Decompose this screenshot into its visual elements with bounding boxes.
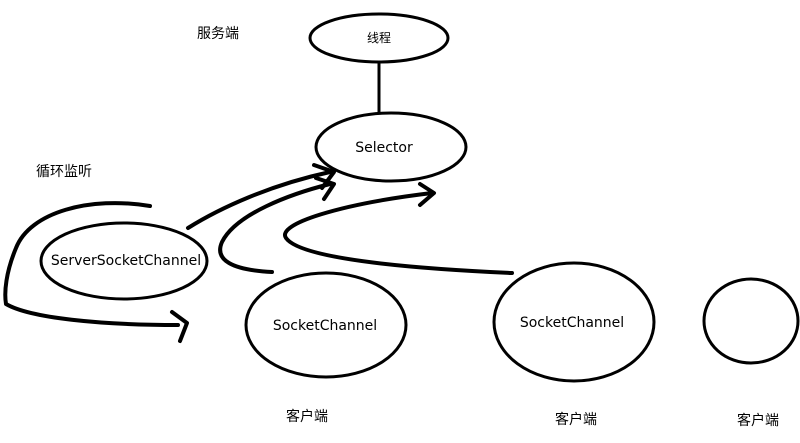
socket1-to-selector-arrow <box>218 182 332 274</box>
client-1-caption: 客户端 <box>286 408 328 425</box>
thread-label: 线程 <box>367 30 391 45</box>
selector-node <box>314 111 468 183</box>
socket-channel-label-2: SocketChannel <box>520 315 624 331</box>
socket1-to-selector-arrow-head <box>314 176 336 201</box>
socket-channel-node-2 <box>492 261 656 383</box>
server-socket-channel-node <box>39 221 209 301</box>
socket-channel-label-1: SocketChannel <box>273 318 377 334</box>
socket-channel-node-1 <box>244 271 408 379</box>
server-to-selector-arrow <box>186 170 332 230</box>
client-3-node <box>702 277 800 365</box>
client-2-caption: 客户端 <box>555 411 597 428</box>
server-title: 服务端 <box>197 26 239 42</box>
loop-arrow <box>3 201 180 327</box>
socket2-to-selector-arrow <box>282 191 514 275</box>
selector-label: Selector <box>355 140 413 156</box>
loop-listen-label: 循环监听 <box>36 164 92 180</box>
socket2-to-selector-arrow-head <box>418 182 436 207</box>
client-3-caption: 客户端 <box>737 412 779 429</box>
loop-arrow-head <box>170 310 189 343</box>
server-socket-channel-label: ServerSocketChannel <box>51 253 201 269</box>
